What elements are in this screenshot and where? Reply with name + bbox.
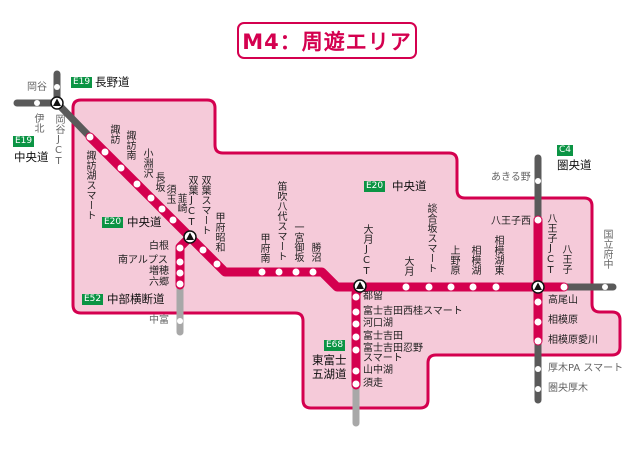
ic-label-nirasaki: 韮崎 [175, 193, 186, 213]
outside-routes-light [176, 282, 360, 427]
route-badge-c4: C4 [557, 145, 574, 156]
route-badge-e19-nagano: E19 [71, 77, 93, 88]
ic-label-ina-kita: 伊北 [32, 113, 43, 133]
ic-label-yamanakako: 山中湖 [363, 365, 393, 376]
ic-label-fujiyoshida-nishikatsura-smart: 富士吉田西桂スマート [363, 306, 463, 317]
junction-icons [50, 96, 545, 294]
ic-label-atsugi-pa-smart: 厚木PA スマート [548, 363, 624, 374]
route-name-chuo-east: 中央道 [392, 179, 427, 193]
route-badge-e20-left: E20 [102, 217, 124, 228]
ic-label-shirane: 白根 [149, 241, 169, 252]
ic-label-kofu-showa: 甲府昭和 [213, 212, 224, 252]
ic-label-hachioji: 八王子 [560, 244, 571, 274]
ic-label-fuefuki-yatsushiro-smart: 笛吹八代スマート [275, 181, 286, 261]
ic-label-otsuki: 大月 [402, 256, 413, 276]
route-name-chuo-west: 中央道 [14, 150, 49, 164]
ic-label-uenohara: 上野原 [448, 245, 459, 275]
ic-label-fujiyoshida: 富士吉田 [363, 331, 403, 342]
ic-label-sagamiko: 相模湖 [469, 245, 480, 275]
jct-label-futaba: 双葉JCT [186, 175, 197, 228]
map-title: M4：周遊エリア [237, 22, 417, 59]
ic-label-futaba-smart: 双葉スマート [199, 175, 210, 235]
ic-label-okaya: 岡谷 [27, 82, 47, 93]
otsuki-jct-icon [353, 279, 367, 293]
ic-label-kobuchizawa: 小淵沢 [141, 148, 152, 178]
interchange-dots [34, 84, 608, 392]
chuo-expressway-line [85, 132, 569, 292]
ic-label-sagamihara-aikawa: 相模原愛川 [548, 335, 598, 346]
ic-label-sudama: 須玉 [164, 184, 175, 204]
ic-label-kenou-atsugi: 圏央厚木 [548, 383, 588, 394]
route-name-chubu-odan: 中部横断道 [107, 292, 165, 306]
ic-label-sagamiko-higashi: 相模湖東 [492, 235, 503, 275]
route-name-chuo-main: 中央道 [127, 215, 162, 229]
route-name-nagano: 長野道 [95, 75, 130, 89]
jct-label-hachioji: 八王子JCT [545, 213, 556, 276]
ic-label-takaosan: 高尾山 [548, 295, 578, 306]
ic-label-kofu-minami: 甲府南 [258, 233, 269, 263]
ic-label-suwa-minami: 諏訪南 [124, 130, 135, 160]
ic-label-suwako-smart: 諏訪湖スマート [84, 150, 95, 220]
ic-label-minami-alps: 南アルプス [118, 255, 168, 266]
jct-label-otsuki: 大月JCT [361, 224, 372, 277]
ic-label-subashiri: 須走 [363, 378, 383, 389]
route-badge-e19-chuo: E19 [13, 136, 35, 147]
ic-label-kunitachi-fuchu: 国立府中 [601, 229, 612, 269]
route-badge-e20-mid: E20 [364, 181, 386, 192]
route-name-kenodo: 圏央道 [557, 158, 592, 172]
route-badge-e68: E68 [324, 340, 346, 351]
route-name-higashi-fuji-line1: 東富士 [312, 353, 347, 367]
ic-label-nagasaka: 長坂 [153, 172, 164, 192]
ic-label-katsunuma: 勝沼 [309, 242, 320, 262]
ic-label-nakatomi: 中富 [149, 315, 169, 326]
chuo-okaya-suwa-line [53, 99, 94, 141]
coverage-area [71, 98, 622, 410]
ic-label-dangozaka-smart: 談合坂スマート [425, 203, 436, 273]
ic-label-suwa: 諏訪 [108, 124, 119, 144]
ic-label-sagamihara: 相模原 [548, 315, 578, 326]
ic-label-ichinomiya-misaka: 一宮御坂 [292, 222, 303, 262]
route-name-higashi-fuji-line2: 五湖道 [312, 367, 347, 381]
ic-label-rokugo: 六郷 [149, 277, 169, 288]
futaba-jct-icon [183, 230, 197, 244]
ic-label-fujiyoshida-oshino-smart-line2: スマート [363, 353, 403, 364]
ic-label-akiruno: あきる野 [491, 172, 531, 183]
ic-label-tsuru: 都留 [363, 291, 383, 302]
okaya-jct-icon [50, 96, 64, 110]
jct-label-okaya: 岡谷JCT [53, 114, 64, 167]
route-badge-e52: E52 [82, 294, 104, 305]
ic-label-hachioji-nishi: 八王子西 [491, 216, 531, 227]
ic-label-masuho: 増穂 [149, 266, 169, 277]
hachioji-jct-icon [531, 280, 545, 294]
ic-label-kawaguchiko: 河口湖 [363, 318, 393, 329]
ic-label-fujiyoshida-oshino-smart-line1: 富士吉田忍野 [363, 343, 423, 354]
